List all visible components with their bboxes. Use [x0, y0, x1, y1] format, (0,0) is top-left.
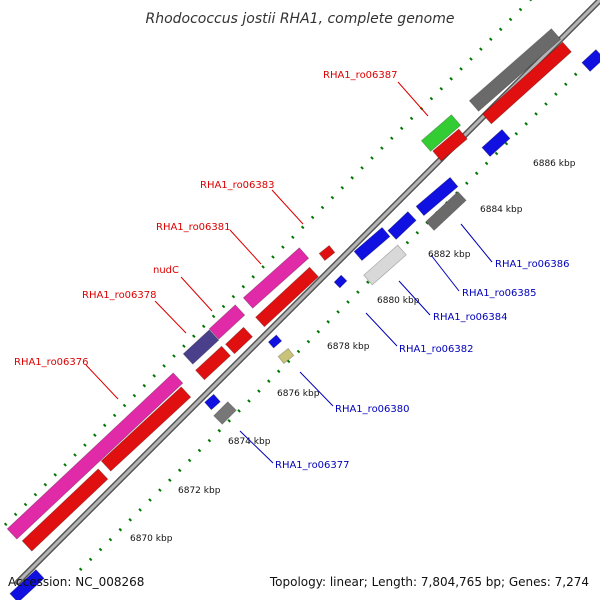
tick-labels: 6870 kbp 6872 kbp 6874 kbp 6876 kbp 6878…	[130, 159, 576, 544]
gene-label-ro06385[interactable]: RHA1_ro06385	[462, 288, 537, 299]
leader-line	[430, 254, 460, 292]
reverse-gene-labels: RHA1_ro06386 RHA1_ro06385 RHA1_ro06384 R…	[239, 223, 570, 471]
gene-ro06376-a[interactable]	[6, 372, 184, 540]
gene-nudc-b[interactable]	[224, 326, 254, 355]
leader-line	[154, 300, 187, 334]
tick-label: 6870 kbp	[130, 534, 173, 544]
gene-features	[6, 28, 600, 600]
map-title: Rhodococcus jostii RHA1, complete genome	[145, 11, 454, 27]
gene-blue-bottom[interactable]	[9, 569, 45, 600]
gene-label-ro06378[interactable]: RHA1_ro06378	[82, 290, 157, 301]
gene-red-top[interactable]	[482, 41, 572, 125]
gene-label-ro06376[interactable]: RHA1_ro06376	[14, 357, 89, 368]
tick-label: 6872 kbp	[178, 486, 221, 496]
gene-ro06378[interactable]	[182, 329, 220, 365]
gene-ro06384[interactable]	[363, 244, 407, 286]
leader-line	[180, 276, 213, 312]
gene-ro06378-b[interactable]	[195, 345, 231, 381]
gene-ro06382[interactable]	[353, 226, 391, 262]
tick-label: 6884 kbp	[480, 205, 523, 215]
leader-line	[365, 312, 398, 347]
gene-label-ro06381[interactable]: RHA1_ro06381	[156, 222, 231, 233]
tick-label: 6882 kbp	[428, 250, 471, 260]
gene-ro06387-b[interactable]	[432, 128, 468, 162]
genome-summary-text: Topology: linear; Length: 7,804,765 bp; …	[269, 575, 589, 589]
gene-ro06385[interactable]	[415, 176, 459, 217]
leader-line	[397, 81, 429, 117]
gene-ro06381[interactable]	[242, 247, 310, 309]
gene-nudc[interactable]	[208, 304, 246, 340]
gene-label-ro06386[interactable]: RHA1_ro06386	[495, 259, 570, 270]
gene-label-nudc[interactable]: nudC	[153, 265, 179, 276]
leader-line	[271, 189, 304, 225]
gene-blue-corner[interactable]	[581, 49, 600, 72]
gene-label-ro06382[interactable]: RHA1_ro06382	[399, 344, 474, 355]
gene-blue-small-c[interactable]	[333, 274, 348, 289]
gene-label-ro06387[interactable]: RHA1_ro06387	[323, 70, 398, 81]
gene-ro06380[interactable]	[277, 347, 295, 365]
gene-ro06383[interactable]	[318, 244, 336, 262]
gene-ro06387[interactable]	[420, 114, 462, 152]
gene-blue-top[interactable]	[481, 128, 511, 158]
gene-label-ro06377[interactable]: RHA1_ro06377	[275, 460, 350, 471]
tick-dots	[3, 0, 597, 572]
gene-ro06376-b[interactable]	[21, 468, 109, 552]
leader-line	[229, 229, 262, 265]
gene-ro06386[interactable]	[425, 191, 467, 231]
tick-label: 6878 kbp	[327, 342, 370, 352]
tick-label: 6886 kbp	[533, 159, 576, 169]
leader-line	[460, 223, 493, 263]
leader-line	[85, 364, 119, 400]
forward-gene-labels: RHA1_ro06387 RHA1_ro06383 RHA1_ro06381 n…	[14, 70, 429, 400]
tick-label: 6876 kbp	[277, 389, 320, 399]
gene-ro06376-c[interactable]	[100, 386, 192, 472]
gene-gray-top[interactable]	[468, 28, 562, 112]
gene-blue-small-a[interactable]	[204, 393, 221, 411]
tick-label: 6874 kbp	[228, 437, 271, 447]
gene-label-ro06380[interactable]: RHA1_ro06380	[335, 404, 410, 415]
accession-text: Accession: NC_008268	[8, 575, 144, 589]
gene-blue-small-b[interactable]	[267, 334, 283, 349]
gene-ro06382-b[interactable]	[387, 211, 417, 240]
gene-label-ro06384[interactable]: RHA1_ro06384	[433, 312, 508, 323]
tick-label: 6880 kbp	[377, 296, 420, 306]
gene-label-ro06383[interactable]: RHA1_ro06383	[200, 180, 275, 191]
tick-dot-row-inner	[78, 53, 597, 572]
gene-ro06381-b[interactable]	[255, 266, 319, 328]
gene-ro06377[interactable]	[213, 401, 237, 425]
leader-line	[239, 430, 274, 464]
leader-line	[398, 280, 431, 316]
leader-line	[299, 371, 334, 407]
